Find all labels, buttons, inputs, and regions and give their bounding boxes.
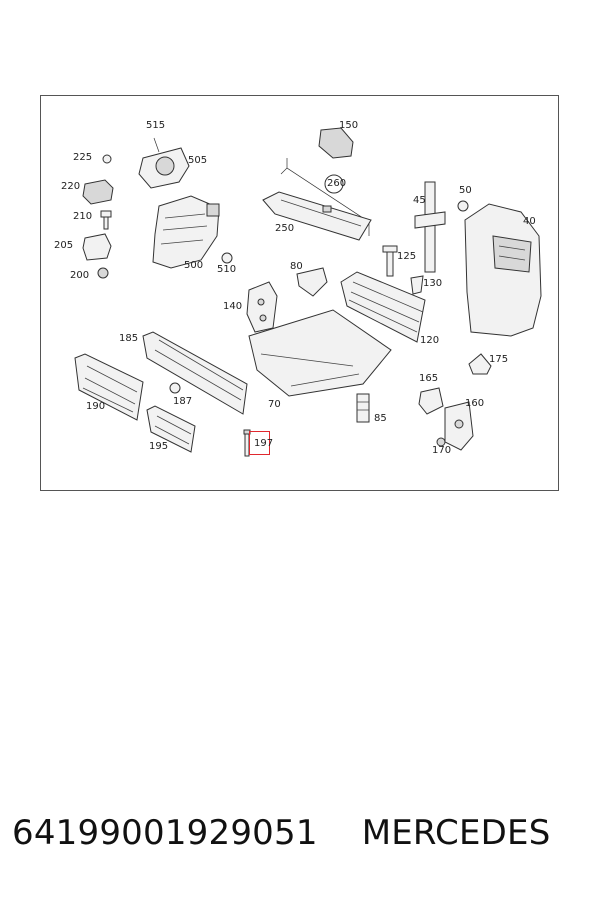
callout-500: 500 [184, 260, 204, 271]
callout-130: 130 [423, 278, 443, 289]
callout-80: 80 [290, 261, 303, 272]
part-500-drawing [152, 195, 220, 269]
part-510-drawing [221, 252, 233, 264]
part-220-drawing [82, 179, 114, 205]
callout-225: 225 [73, 152, 93, 163]
callout-260: 260 [327, 178, 347, 189]
part-195-drawing [146, 405, 196, 453]
callout-250: 250 [275, 223, 295, 234]
part-210-drawing [100, 210, 112, 230]
callout-510: 510 [217, 264, 237, 275]
callout-50: 50 [459, 185, 472, 196]
part-130-drawing [410, 275, 424, 295]
callout-195: 195 [149, 441, 169, 452]
callout-160: 160 [465, 398, 485, 409]
callout-220: 220 [61, 181, 81, 192]
part-175-drawing [468, 353, 492, 375]
callout-45: 45 [413, 195, 426, 206]
part-info-footer: 64199001929051 MERCEDES [12, 808, 592, 858]
part-50-drawing [457, 200, 469, 212]
part-120-drawing [340, 271, 426, 343]
part-225-drawing [102, 154, 112, 164]
callout-150: 150 [339, 120, 359, 131]
callout-197: 197 [254, 438, 274, 449]
callout-85: 85 [374, 413, 387, 424]
footer-spacer [318, 813, 362, 853]
part-185-drawing [142, 331, 248, 415]
callout-185: 185 [119, 333, 139, 344]
part-165-drawing [418, 387, 444, 415]
highlighted-part-box[interactable]: 197 [249, 431, 274, 455]
callout-140: 140 [223, 301, 243, 312]
part-250-drawing [262, 191, 372, 241]
part-160-drawing [436, 401, 474, 451]
callout-70: 70 [268, 399, 281, 410]
brand-name: MERCEDES [361, 813, 551, 853]
part-125-drawing [382, 245, 398, 277]
part-150-drawing [318, 127, 354, 159]
callout-210: 210 [73, 211, 93, 222]
part-70-drawing [248, 309, 392, 397]
part-190-drawing [74, 353, 144, 421]
callout-165: 165 [419, 373, 439, 384]
callout-187: 187 [173, 396, 193, 407]
callout-190: 190 [86, 401, 106, 412]
part-205-drawing [82, 233, 112, 261]
callout-170: 170 [432, 445, 452, 456]
parts-diagram-drawing [74, 127, 542, 457]
callout-200: 200 [70, 270, 90, 281]
callout-515: 515 [146, 120, 166, 131]
callout-175: 175 [489, 354, 509, 365]
callout-205: 205 [54, 240, 74, 251]
callout-40: 40 [523, 216, 536, 227]
part-45-drawing [414, 181, 446, 273]
part-number: 64199001929051 [12, 813, 318, 853]
callout-505: 505 [188, 155, 208, 166]
part-40-drawing [464, 203, 542, 337]
parts-diagram-frame [40, 95, 559, 491]
part-200-drawing [97, 267, 109, 279]
callout-120: 120 [420, 335, 440, 346]
callout-125: 125 [397, 251, 417, 262]
part-80-drawing [296, 267, 328, 297]
part-505-drawing [138, 137, 190, 189]
part-187-drawing [169, 382, 181, 394]
part-260-group [280, 158, 370, 236]
part-140-drawing [246, 281, 278, 333]
part-85-drawing [356, 393, 370, 423]
